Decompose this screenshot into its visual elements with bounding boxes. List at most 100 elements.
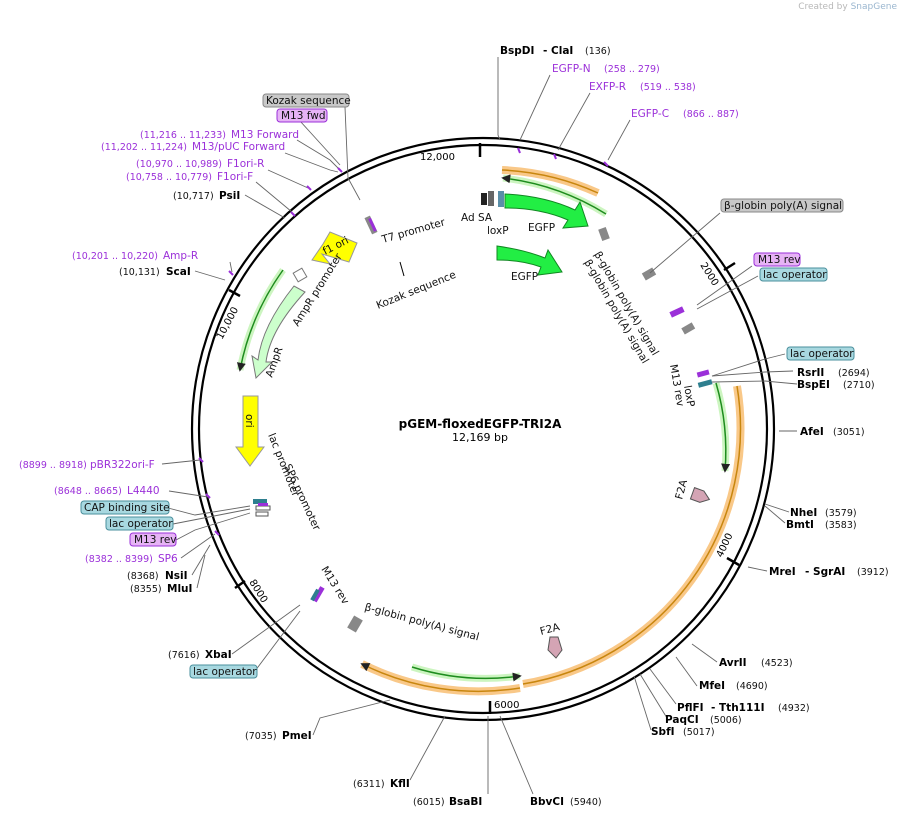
site-bspei: BspEI [797,379,830,391]
site-sbfi-pos: (5017) [683,727,715,738]
primer-f1ori-f-pos: (10,758 .. 10,779) [126,172,212,183]
primer-pbr322ori-f: pBR322ori-F [90,459,155,471]
site-rsrii: RsrII [797,367,824,379]
site-nhei-pos: (3579) [825,508,857,519]
site-bsabi-pos: (6015) [413,797,445,808]
site-mrei: MreI [769,566,796,578]
box-m13-rev-right: M13 rev [758,254,801,266]
primer-sp6: SP6 [158,553,178,565]
site-bsabi: BsaBI [449,796,482,808]
primer-egfp-n-pos: (258 .. 279) [604,64,660,75]
primer-f1ori-r-pos: (10,970 .. 10,989) [136,159,222,170]
site-nhei: NheI [790,507,817,519]
lac-region-features [253,499,271,517]
primer-sp6-pos: (8382 .. 8399) [85,554,153,565]
feature-label-egfp-2: EGFP [511,271,538,283]
feature-label-ad-sa: Ad SA [461,212,493,224]
site-labels: BspDI - ClaI (136) RsrII (2694) BspEI (2… [119,45,889,808]
ampr-arrow [251,285,306,380]
site-avrii-pos: (4523) [761,658,793,669]
site-nsii-pos: (8368) [127,571,159,582]
primer-egfp-c-pos: (866 .. 887) [683,109,739,120]
primer-egfp-c: EGFP-C [631,108,669,120]
primer-exfp-r: EXFP-R [589,81,626,93]
site-bbvci-pos: (5940) [570,797,602,808]
f2a-arrow-bottom [547,636,563,659]
site-mrei-pos: (3912) [857,567,889,578]
site-sbfi: SbfI [651,726,675,738]
f2a-arrow-right [689,486,711,503]
site-paqci-pos: (5006) [710,715,742,726]
site-clai: - ClaI [543,45,573,57]
feature-label-t7-promoter: T7 promoter [380,216,448,246]
primer-labels: EGFP-N (258 .. 279) EXFP-R (519 .. 538) … [19,63,739,565]
primer-l4440: L4440 [127,485,160,497]
site-scai: ScaI [166,266,191,278]
site-bspei-pos: (2710) [843,380,875,391]
box-beta-globin: β-globin poly(A) signal [724,200,842,212]
site-nsii: NsiI [165,570,188,582]
site-mfei-pos: (4690) [736,681,768,692]
tick-label-6000: 6000 [494,700,519,711]
feature-label-beta-globin-3: β-globin poly(A) signal [363,601,480,643]
primer-m13-puc-forward-pos: (11,202 .. 11,224) [101,142,187,153]
egfp-arrow-2 [496,245,563,276]
site-bspdi-pos: (136) [585,46,611,57]
site-scai-pos: (10,131) [119,267,160,278]
primer-f1ori-f: F1ori-F [217,171,253,183]
primer-exfp-r-pos: (519 .. 538) [640,82,696,93]
box-kozak-sequence: Kozak sequence [266,95,351,107]
box-lac-operator-right-1: lac operator [763,269,827,281]
box-cap-binding-site: CAP binding site [84,502,170,514]
beta-globin-feature-1 [598,226,610,242]
site-mlui-pos: (8355) [130,584,162,595]
primer-m13-forward: M13 Forward [231,129,299,141]
feature-label-m13-rev-bottom: M13 rev [318,564,351,606]
site-psii: PsiI [219,190,240,202]
beta-globin-feature-3 [347,615,363,633]
site-pmei: PmeI [282,730,312,742]
ori-arrow [235,395,265,467]
feature-label-beta-globin-1: β-globin poly(A) signal [591,250,660,358]
green-arcs [236,174,731,682]
primer-m13-forward-pos: (11,216 .. 11,233) [140,130,226,141]
site-bspdi: BspDI [500,45,534,57]
backbone-outer-circle [190,136,776,722]
site-mlui: MluI [167,583,192,595]
site-afei: AfeI [800,426,824,438]
primer-f1ori-r: F1ori-R [227,158,264,170]
watermark-prefix: Created by [798,2,848,12]
plasmid-length: 12,169 bp [452,431,508,444]
primer-marks [198,147,609,536]
boxed-labels: Kozak sequence M13 fwd β-globin poly(A) … [80,93,855,679]
feature-label-f2a-right: F2A [673,478,690,501]
box-lac-operator-bottom: lac operator [193,666,257,678]
snapgene-logo-text: SnapGene [850,2,897,12]
site-avrii: AvrII [719,657,747,669]
primer-amp-r-pos: (10,201 .. 10,220) [72,251,158,262]
site-kfli-pos: (6311) [353,779,385,790]
site-bbvci: BbvCI [530,796,564,808]
egfp-arrow-1 [504,193,589,229]
primer-egfp-n: EGFP-N [552,63,591,75]
tick-label-12000: 12,000 [420,152,455,163]
ad-sa-feature [481,193,487,205]
f1-ori-arrow [311,231,358,265]
box-m13-rev-left: M13 rev [134,534,177,546]
site-mfei: MfeI [699,680,725,692]
orf-arcs [360,166,745,696]
tick-label-2000: 2000 [697,261,720,288]
ampr-promoter-feature [292,267,308,283]
feature-label-egfp-1: EGFP [528,222,555,234]
loxp-feature [498,191,504,207]
site-tth111i: - Tth111I [711,702,765,714]
site-kfli: KflI [390,778,410,790]
feature-label-f2a-bottom: F2A [539,621,562,638]
feature-label-ori: ori [243,414,255,428]
site-xbai-pos: (7616) [168,650,200,661]
site-xbai: XbaI [205,649,232,661]
feature-label-loxp-right: loxP [681,384,697,407]
feature-label-sp6-promoter: SP6 promoter [281,462,322,533]
box-m13-fwd: M13 fwd [281,110,326,122]
